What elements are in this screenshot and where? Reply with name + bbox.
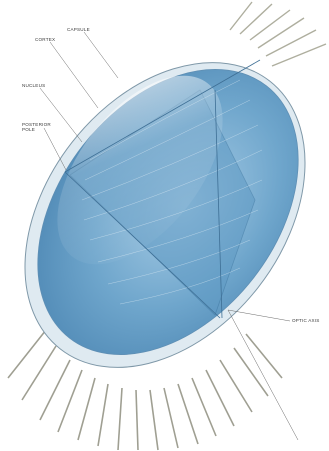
label-posterior-pole-line2: POLE [22,127,51,132]
label-nucleus: NUCLEUS [22,83,45,88]
zonular-fibers-top [230,2,326,66]
label-posterior-pole: POSTERIOR POLE [22,122,51,133]
label-capsule: CAPSULE [67,27,90,32]
label-optic-axis: OPTIC AXIS [292,318,320,323]
label-cortex: CORTEX [35,37,55,42]
